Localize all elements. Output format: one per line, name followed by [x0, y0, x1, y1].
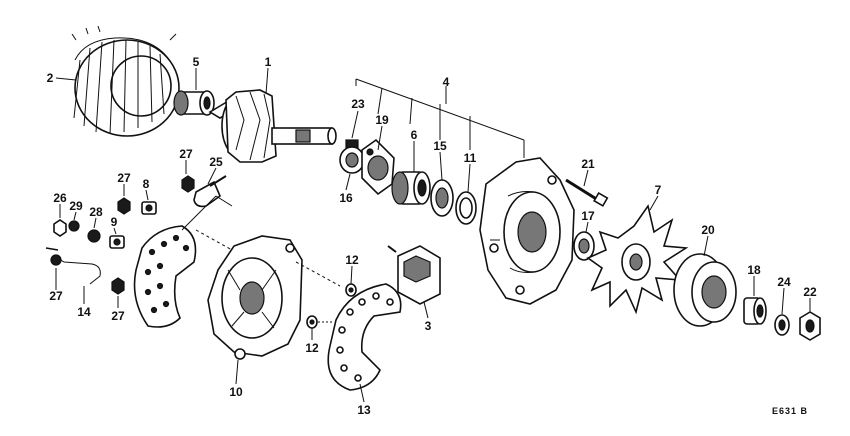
callout-5: 5	[193, 55, 200, 69]
nut-part-22	[799, 311, 821, 341]
callout-13: 13	[357, 403, 371, 417]
callout-10: 10	[229, 385, 243, 399]
callout-12-lower: 12	[305, 341, 319, 355]
callout-28: 28	[89, 205, 103, 219]
callout-6: 6	[411, 128, 418, 142]
callout-23: 23	[351, 97, 365, 111]
callout-12-upper: 12	[345, 253, 359, 267]
callout-27-b: 27	[117, 171, 131, 185]
callout-27-a: 27	[179, 147, 193, 161]
callout-14: 14	[77, 305, 91, 319]
stator-part-2	[71, 25, 180, 137]
washer-part-24	[774, 314, 790, 336]
fan-part-7	[586, 204, 689, 315]
callout-21: 21	[581, 157, 595, 171]
callout-22: 22	[803, 285, 817, 299]
terminal-part-9	[109, 235, 125, 249]
washer-part-11	[455, 191, 477, 225]
diode-plate-left	[133, 225, 197, 328]
callout-27-c: 27	[49, 289, 63, 303]
rotor-part-1	[208, 89, 337, 163]
nut-part-26	[53, 219, 67, 237]
callout-11: 11	[464, 151, 477, 165]
callout-19: 19	[375, 113, 389, 127]
callout-7: 7	[655, 183, 662, 197]
bearing-part-5	[173, 90, 215, 116]
washer-part-16	[339, 146, 365, 174]
callout-1: 1	[265, 55, 272, 69]
front-housing-part-4	[479, 157, 575, 305]
nut-part-28	[87, 229, 101, 243]
washer-part-12-upper	[345, 283, 357, 297]
nut-part-27-top	[181, 175, 195, 193]
callout-4: 4	[443, 75, 450, 89]
callout-2: 2	[47, 71, 54, 85]
callout-29: 29	[69, 199, 83, 213]
collar-part-18	[743, 297, 767, 325]
brush-holder-part-3	[387, 245, 441, 305]
diode-plate-part-13	[327, 283, 402, 391]
cable-part-14	[45, 247, 101, 285]
washer-part-15	[430, 179, 454, 217]
bolt-part-21	[565, 178, 609, 207]
callout-9: 9	[111, 215, 118, 229]
callout-labels: 1 2 3 4 5 6 7 8 9 10 11 12 12 13 14 15 1…	[47, 55, 817, 417]
leader-lines	[55, 67, 811, 403]
drawing-code: E631 B	[772, 406, 808, 416]
callout-3: 3	[425, 319, 432, 333]
callout-27-d: 27	[111, 309, 125, 323]
callout-24: 24	[777, 275, 791, 289]
callout-20: 20	[701, 223, 715, 237]
washer-part-12-lower	[306, 315, 334, 329]
callout-17: 17	[581, 209, 595, 223]
callout-15: 15	[433, 139, 447, 153]
bearing-part-6	[391, 171, 431, 205]
callout-16: 16	[339, 191, 353, 205]
rear-housing-part-10	[207, 235, 303, 360]
terminal-part-8	[141, 201, 157, 215]
nut-part-29	[68, 220, 80, 232]
pulley-part-20	[673, 253, 737, 327]
nut-part-27-mid	[117, 197, 131, 215]
bracket-part-25	[193, 175, 227, 208]
callout-26: 26	[53, 191, 67, 205]
callout-25: 25	[209, 155, 223, 169]
spacer-part-17	[573, 231, 595, 261]
retainer-plate-part-19	[361, 138, 395, 196]
callout-8: 8	[143, 177, 150, 191]
callout-18: 18	[747, 263, 761, 277]
nut-part-27-bottom	[111, 277, 125, 295]
